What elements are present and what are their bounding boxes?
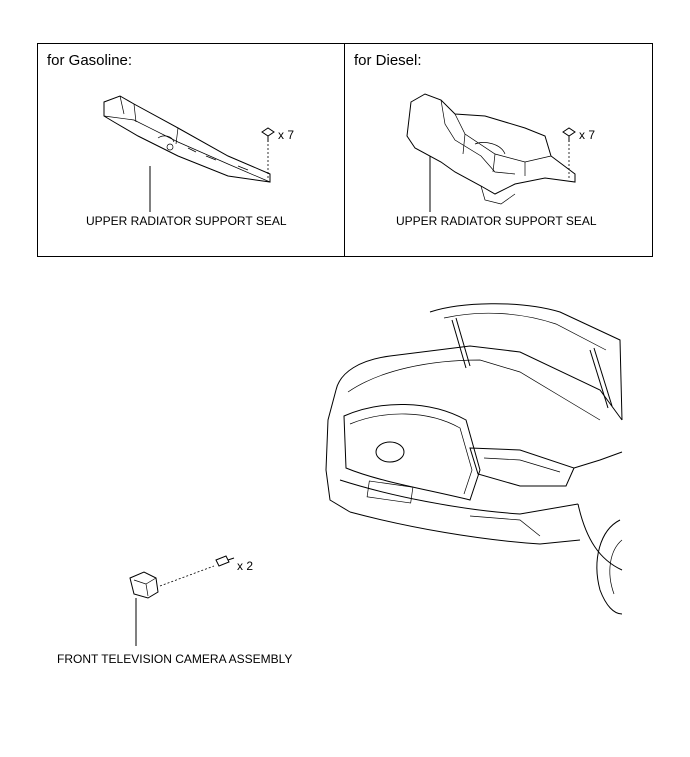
diesel-panel: for Diesel: x 7 UPPER RADIATOR SUPPORT S… xyxy=(344,43,653,257)
camera-icon xyxy=(129,571,159,599)
clip-icon xyxy=(261,127,275,142)
gasoline-clip-qty: x 7 xyxy=(278,128,295,142)
emblem xyxy=(375,441,405,463)
gasoline-variant-label: for Gasoline: xyxy=(47,52,133,69)
gasoline-panel: for Gasoline: x 7 UPPER RADIATOR SUPPORT… xyxy=(37,43,345,257)
bolt-icon xyxy=(215,555,235,567)
gasoline-seal-illustration xyxy=(103,95,275,212)
gasoline-part-label: UPPER RADIATOR SUPPORT SEAL xyxy=(86,214,287,228)
clip-icon xyxy=(562,127,576,142)
camera-bolt-qty: x 2 xyxy=(237,559,254,573)
camera-part-label: FRONT TELEVISION CAMERA ASSEMBLY xyxy=(57,652,293,666)
diesel-clip-qty: x 7 xyxy=(579,128,596,142)
headlight xyxy=(469,447,575,487)
diesel-part-label: UPPER RADIATOR SUPPORT SEAL xyxy=(396,214,597,228)
grille xyxy=(343,404,481,501)
diesel-variant-label: for Diesel: xyxy=(354,52,422,69)
diesel-seal-illustration xyxy=(406,93,576,212)
